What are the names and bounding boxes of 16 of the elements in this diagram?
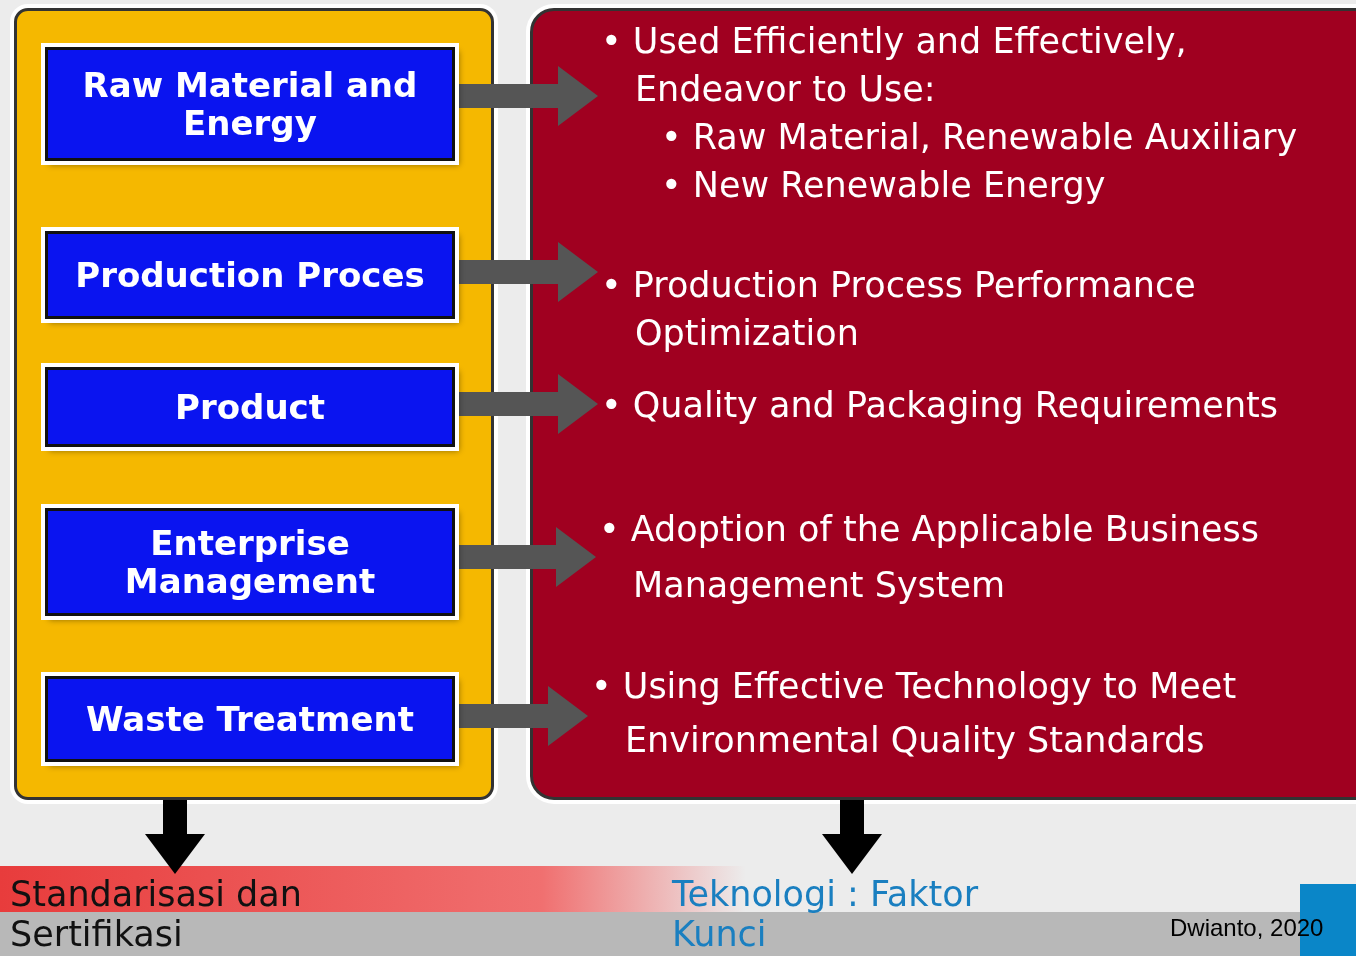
arrow <box>822 800 882 874</box>
bullet-text: • Used Efficiently and Effectively, Endeavor to Use: <box>601 20 1188 111</box>
bullet-text: • Using Effective Technology to Meet Environmental Quality Standards <box>591 665 1238 762</box>
result-text: Teknologi : Faktor Kunci <box>672 874 1032 956</box>
box-label: Raw Material and Energy <box>81 66 419 142</box>
bullet-text: • New Renewable Energy <box>660 164 1107 207</box>
bullet-text: • Adoption of the Applicable Business Management System <box>599 508 1260 607</box>
result-text: Standarisasi dan Sertifikasi <box>10 874 340 956</box>
bullet-text: • Raw Material, Renewable Auxiliary <box>660 116 1299 159</box>
arrow <box>145 800 205 874</box>
box-label: Production Proces <box>75 256 425 294</box>
box-label: Waste Treatment <box>85 700 414 738</box>
box-label: Enterprise Management <box>123 524 377 600</box>
box-label: Product <box>175 388 325 426</box>
bullet-text: • Quality and Packaging Requirements <box>601 384 1280 427</box>
bullet-text: • Production Process Performance Optimization <box>601 264 1197 355</box>
